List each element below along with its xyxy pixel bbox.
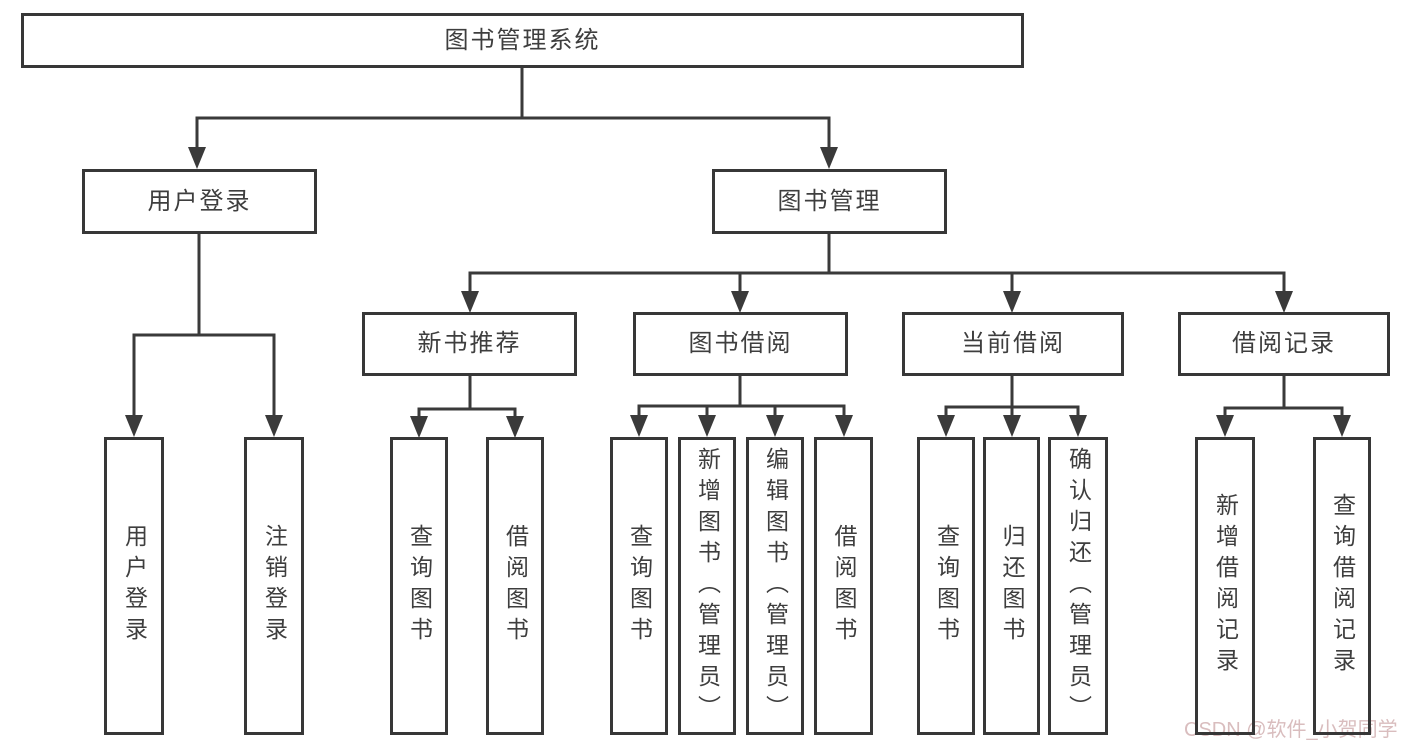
node-label: 查询借阅记录	[1329, 493, 1356, 679]
node-label: 新增图书（管理员）	[694, 446, 721, 726]
node-label: 查询图书	[626, 524, 653, 648]
node-new-book-recommend: 新书推荐	[362, 312, 577, 376]
node-label: 借阅记录	[1232, 330, 1336, 357]
node-label: 图书借阅	[688, 330, 793, 357]
node-label: 新书推荐	[417, 330, 522, 357]
node-book-management: 图书管理	[712, 169, 947, 234]
node-label: 借阅图书	[502, 524, 529, 648]
node-label: 查询图书	[933, 524, 960, 648]
leaf-rec-query-books: 查询图书	[390, 437, 448, 735]
node-label: 注销登录	[261, 524, 288, 648]
node-label: 当前借阅	[961, 330, 1065, 357]
node-label: 图书管理	[777, 187, 882, 215]
leaf-br-query-borrow-record: 查询借阅记录	[1313, 437, 1371, 735]
node-label: 编辑图书（管理员）	[762, 446, 789, 726]
node-library-system: 图书管理系统	[21, 13, 1024, 68]
leaf-rec-borrow-books: 借阅图书	[486, 437, 544, 735]
leaf-bb-add-books-admin: 新增图书（管理员）	[678, 437, 736, 735]
leaf-bb-borrow-books: 借阅图书	[814, 437, 873, 735]
node-label: 新增借阅记录	[1212, 493, 1239, 679]
node-label: 图书管理系统	[444, 26, 601, 54]
csdn-watermark: CSDN @软件_小贺同学	[1184, 719, 1398, 741]
node-label: 借阅图书	[831, 524, 857, 648]
node-current-borrow: 当前借阅	[902, 312, 1124, 376]
leaf-br-add-borrow-record: 新增借阅记录	[1195, 437, 1255, 735]
leaf-bb-edit-books-admin: 编辑图书（管理员）	[746, 437, 804, 735]
leaf-bb-query-books: 查询图书	[610, 437, 668, 735]
node-label: 归还图书	[999, 524, 1025, 648]
leaf-cb-return-books: 归还图书	[983, 437, 1040, 735]
node-borrow-records: 借阅记录	[1178, 312, 1390, 376]
node-book-borrow: 图书借阅	[633, 312, 848, 376]
leaf-cb-confirm-return-admin: 确认归还（管理员）	[1048, 437, 1108, 735]
node-user-login: 用户登录	[82, 169, 317, 234]
leaf-logout-login: 注销登录	[244, 437, 304, 735]
leaf-user-login: 用户登录	[104, 437, 164, 735]
node-label: 用户登录	[147, 187, 252, 215]
node-label: 用户登录	[121, 524, 148, 648]
leaf-cb-query-books: 查询图书	[917, 437, 975, 735]
node-label: 查询图书	[406, 524, 433, 648]
node-label: 确认归还（管理员）	[1065, 446, 1092, 726]
